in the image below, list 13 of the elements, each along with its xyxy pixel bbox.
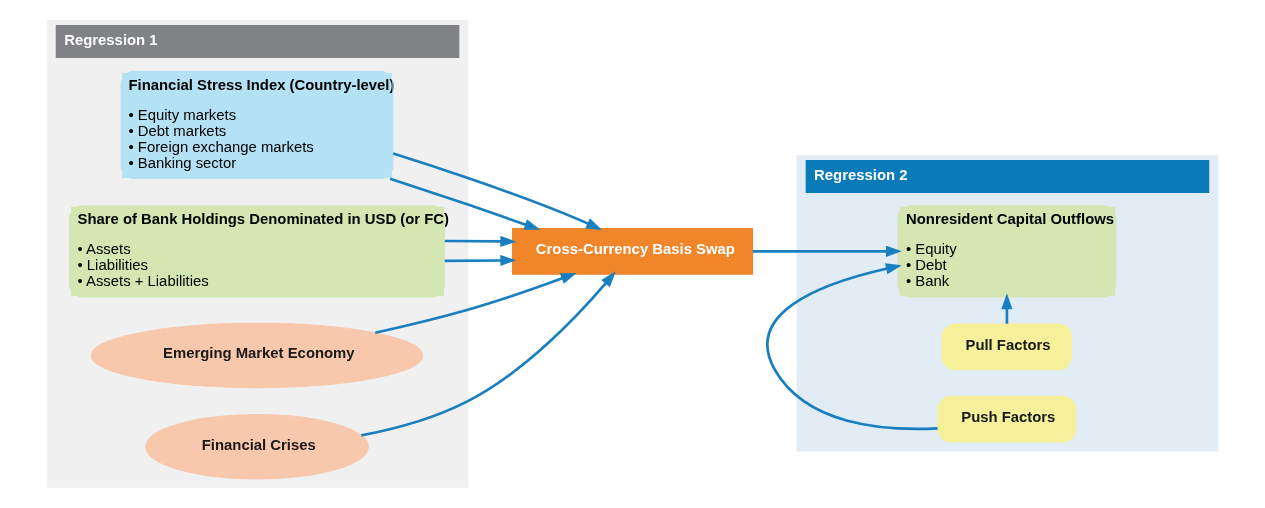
arrow — [752, 245, 902, 257]
node-box: Push Factors — [937, 395, 1077, 443]
node-ellipse: Financial Crises — [145, 414, 369, 480]
arrow — [392, 152, 602, 231]
arrow — [444, 235, 517, 247]
arrow — [389, 177, 541, 230]
node-ellipse: Emerging Market Economy — [90, 322, 424, 389]
arrow — [444, 254, 517, 267]
arrow — [766, 263, 938, 431]
arrow — [375, 272, 577, 334]
node-box: Cross-Currency Basis Swap — [511, 228, 754, 275]
node-box: Pull Factors — [941, 323, 1073, 371]
arrow — [361, 271, 616, 437]
